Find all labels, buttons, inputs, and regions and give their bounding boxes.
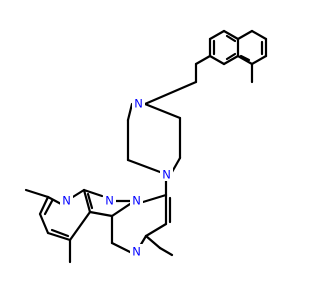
single-bond	[250, 54, 268, 66]
piperidine-nitrogen-top: N	[134, 97, 143, 111]
molecule-structure: N N N N N N	[24, 29, 268, 264]
single-bond	[143, 102, 182, 120]
single-bond	[250, 29, 268, 41]
pyrimidine-nitrogen: N	[132, 245, 141, 259]
double-bond-line	[86, 192, 94, 210]
single-bond	[110, 241, 134, 255]
double-bond-line	[239, 54, 251, 62]
single-bond	[68, 210, 92, 242]
single-bond	[110, 202, 132, 218]
single-bond	[222, 54, 240, 66]
single-bond	[144, 222, 168, 238]
single-bond	[144, 234, 162, 250]
double-bond-line	[50, 228, 70, 238]
single-bond	[38, 212, 50, 235]
bridgehead-nitrogen: N	[132, 194, 141, 208]
label-mask	[60, 193, 73, 207]
label-mask	[130, 193, 143, 207]
single-bond	[236, 54, 254, 66]
single-bond	[82, 188, 104, 198]
double-bond-line	[225, 34, 237, 43]
single-bond	[141, 193, 168, 204]
single-bond	[38, 195, 50, 216]
single-bond	[143, 80, 198, 106]
label-mask	[103, 193, 116, 207]
single-bond	[158, 246, 174, 257]
single-bond	[88, 210, 114, 218]
double-bond-line	[225, 52, 237, 61]
double-bond-line	[43, 199, 54, 216]
atom-label-layer: N N N N N N	[60, 96, 173, 259]
single-bond	[46, 231, 72, 242]
piperidine-nitrogen-bottom: N	[162, 168, 171, 182]
single-bond	[208, 29, 226, 41]
label-mask	[132, 96, 145, 110]
single-bond	[24, 188, 50, 199]
label-mask	[130, 244, 143, 258]
pyridine-nitrogen: N	[62, 194, 71, 208]
bond-layer	[24, 29, 268, 264]
single-bond	[170, 156, 182, 174]
single-bond	[126, 158, 162, 174]
single-bond	[82, 188, 92, 214]
single-bond	[194, 54, 212, 66]
single-bond	[236, 29, 254, 41]
single-bond	[208, 54, 226, 66]
single-bond	[222, 29, 240, 41]
pyrazole-nitrogen: N	[105, 194, 114, 208]
single-bond	[126, 102, 134, 122]
label-mask	[160, 167, 173, 181]
